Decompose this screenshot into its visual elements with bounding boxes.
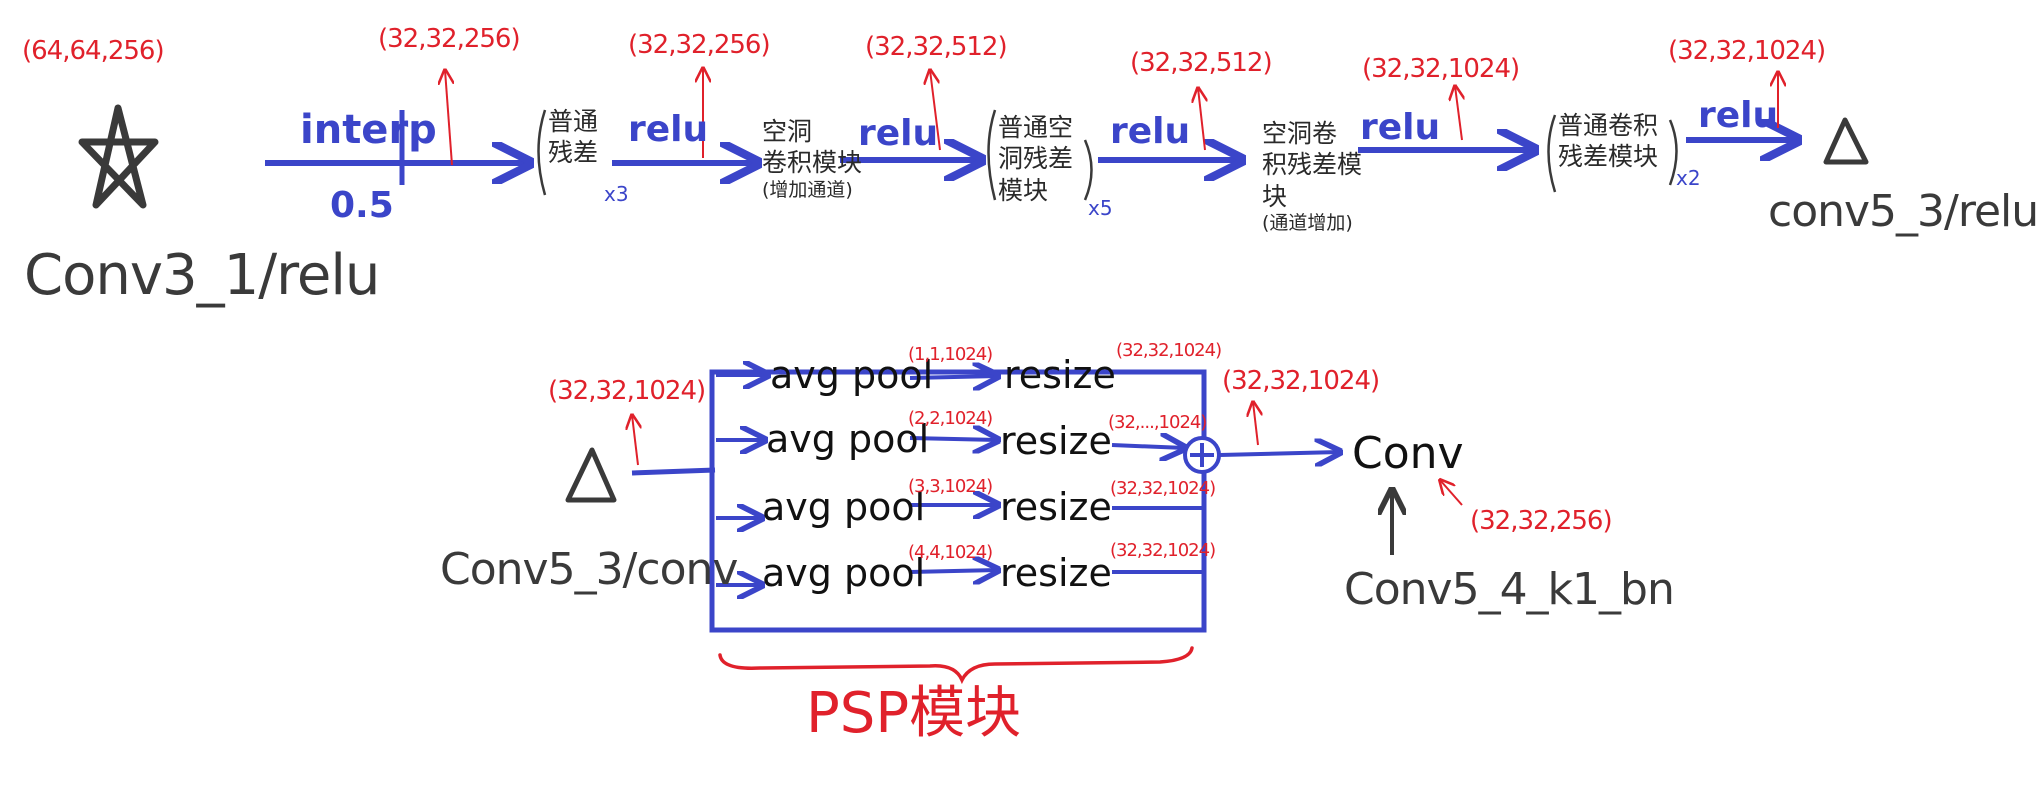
resize-shape-label-3: (32,32,1024)	[1110, 478, 1216, 499]
pool-shape-label-4: (4,4,1024)	[908, 542, 993, 563]
relu-label-5: relu	[1698, 95, 1779, 136]
shape-arrow-4	[1198, 88, 1205, 151]
interp-label: interp	[300, 107, 437, 153]
pool-shape-label-2: (2,2,1024)	[908, 408, 993, 429]
conv-input-shape-label: (32,32,256)	[1470, 506, 1613, 536]
input-shape-label: (64,64,256)	[22, 36, 165, 66]
sum-shape-arrow	[1253, 402, 1258, 446]
shape-arrow-5	[1455, 86, 1462, 141]
block-5-repeat: x2	[1676, 166, 1701, 190]
relu-label-3: relu	[1110, 111, 1191, 152]
psp-input-shape-label: (32,32,1024)	[548, 376, 706, 406]
block-3-bracket-right	[1083, 139, 1093, 201]
conv-label: Conv	[1352, 428, 1464, 479]
block-5-label: 普通卷积 残差模块	[1558, 111, 1659, 172]
block-1-bracket-left	[537, 109, 547, 196]
interp-factor-label: 0.5	[330, 185, 394, 226]
relu-label-4: relu	[1360, 107, 1441, 148]
resize-shape-label-1: (32,32,1024)	[1116, 340, 1222, 361]
sum-shape-label: (32,32,1024)	[1222, 366, 1380, 396]
psp-module-label: PSP模块	[806, 681, 1022, 746]
resize-shape-label-4: (32,32,1024)	[1110, 540, 1216, 561]
avg-pool-label-1: avg pool	[770, 353, 934, 397]
resize-shape-label-2: (32,...,1024)	[1108, 412, 1207, 433]
input-shape-arrow	[632, 415, 638, 466]
psp-box	[709, 369, 1207, 633]
pool-resize-arrow-4	[909, 570, 998, 572]
output-layer-label: conv5_3/relu	[1768, 186, 2038, 237]
block-3-label: 普通空 洞残差 模块	[998, 113, 1074, 205]
shape-label-4: (32,32,512)	[1130, 48, 1273, 78]
resize-label-4: resize	[1000, 551, 1112, 595]
relu-label-1: relu	[628, 109, 709, 150]
block-1-repeat: x3	[604, 182, 629, 206]
resize-label-3: resize	[1000, 485, 1112, 529]
pool-resize-arrow-2	[909, 438, 998, 440]
avg-pool-label-2: avg pool	[766, 417, 930, 461]
conv-input-layer-label: Conv5_4_k1_bn	[1344, 564, 1675, 615]
pool-shape-label-1: (1,1,1024)	[908, 344, 993, 365]
psp-input-layer-label: Conv5_3/conv	[440, 544, 738, 595]
triangle-icon-bottom	[565, 447, 617, 503]
shape-label-1: (32,32,256)	[378, 24, 521, 54]
conv-shape-arrow	[1440, 480, 1463, 506]
sum-conv-arrow	[1219, 452, 1340, 455]
avg-pool-label-4: avg pool	[762, 551, 926, 595]
psp-brace	[718, 646, 1194, 685]
shape-label-2: (32,32,256)	[628, 30, 771, 60]
block-1-label: 普通 残差	[548, 107, 599, 168]
relu-label-2: relu	[858, 113, 939, 154]
resize-sum-arrow-2	[1111, 445, 1185, 448]
resize-label-2: resize	[1000, 419, 1112, 463]
block-5-bracket-left	[1547, 114, 1557, 193]
pool-shape-label-3: (3,3,1024)	[908, 476, 993, 497]
shape-label-6: (32,32,1024)	[1668, 36, 1826, 66]
star-icon	[78, 104, 159, 209]
block-4-label: 空洞卷 积残差模 块 (通道增加)	[1262, 119, 1363, 234]
shape-arrow-1	[445, 70, 452, 166]
input-layer-label: Conv3_1/relu	[24, 243, 380, 308]
block-3-repeat: x5	[1088, 196, 1113, 220]
block-3-bracket-left	[987, 109, 997, 201]
pool-resize-arrow-1	[909, 376, 998, 378]
shape-label-3: (32,32,512)	[865, 32, 1008, 62]
shape-label-5: (32,32,1024)	[1362, 54, 1520, 84]
triangle-icon-top	[1823, 117, 1869, 165]
resize-label-1: resize	[1004, 353, 1116, 397]
psp-feed-line	[631, 467, 716, 476]
avg-pool-label-3: avg pool	[762, 485, 926, 529]
block-5-bracket-right	[1668, 119, 1678, 186]
block-2-label: 空洞 卷积模块 (增加通道)	[762, 117, 863, 201]
shape-arrow-3	[930, 70, 941, 151]
